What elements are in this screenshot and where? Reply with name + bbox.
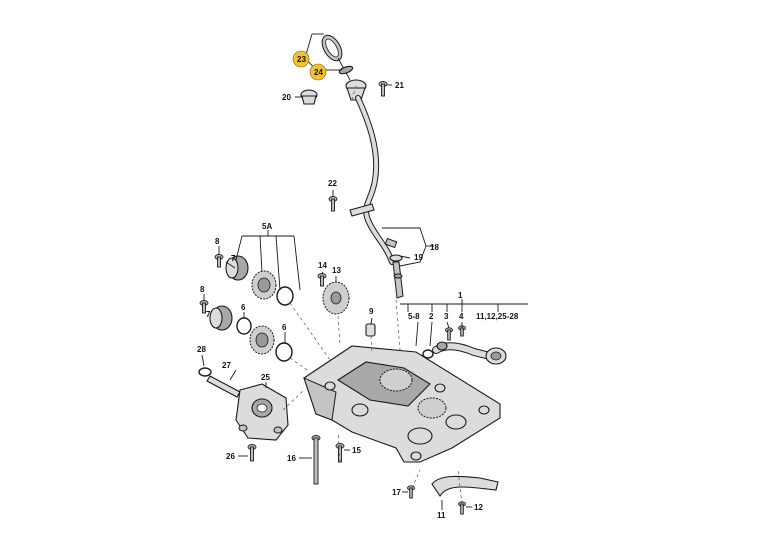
label-1: 1: [458, 291, 463, 300]
label-8-lower: 8: [200, 285, 205, 294]
balance-shaft-gear-upper: [214, 254, 294, 306]
callout-labels: 23 24 20 21 22 18 19 5A 8 7 8 6 7 6 14 1…: [197, 55, 519, 520]
label-11-12-25-28: 11,12,25-28: [476, 312, 519, 321]
oil-baffle-11: [431, 475, 499, 498]
label-9: 9: [369, 307, 374, 316]
highlight-badge-23: [292, 50, 310, 68]
balance-shaft-gear-lower: [199, 300, 293, 362]
label-19: 19: [414, 253, 423, 262]
label-18: 18: [430, 243, 439, 252]
label-14: 14: [318, 261, 327, 270]
intermediate-gear-13: [317, 273, 350, 315]
drive-shaft-27: [206, 375, 241, 398]
label-17: 17: [392, 488, 401, 497]
label-15: 15: [352, 446, 361, 455]
bolt-3: [445, 327, 453, 341]
label-23: 23: [297, 55, 306, 64]
label-11: 11: [437, 511, 446, 520]
label-24: 24: [314, 68, 323, 77]
label-27: 27: [222, 361, 231, 370]
oil-pan-upper-section: [303, 345, 501, 463]
label-2: 2: [429, 312, 434, 321]
bolt-16: [311, 435, 321, 485]
highlight-badge-24: [309, 63, 327, 81]
label-16: 16: [287, 454, 296, 463]
label-26: 26: [226, 452, 235, 461]
seal-ring-28: [198, 367, 212, 377]
dowel-9: [365, 323, 376, 337]
oil-dipstick: [321, 34, 354, 81]
label-4: 4: [459, 312, 464, 321]
bolt-21: [378, 81, 388, 97]
oil-pickup-pipe: [422, 341, 507, 365]
oil-pump-25: [235, 383, 289, 441]
label-21: 21: [395, 81, 404, 90]
bolt-26: [247, 444, 257, 462]
label-7-lower: 7: [206, 310, 211, 319]
label-28: 28: [197, 345, 206, 354]
label-20: 20: [282, 93, 291, 102]
label-13: 13: [332, 266, 341, 275]
label-22: 22: [328, 179, 337, 188]
label-3: 3: [444, 312, 449, 321]
label-12: 12: [474, 503, 483, 512]
label-6-lower: 6: [282, 323, 287, 332]
label-25: 25: [261, 373, 270, 382]
bolt-22: [328, 196, 338, 212]
label-5-8: 5-8: [408, 312, 420, 321]
label-6-upper: 6: [241, 303, 246, 312]
leader-lines: [201, 33, 528, 510]
dipstick-guide-tube: [345, 79, 404, 299]
label-5a: 5A: [262, 222, 272, 231]
assembly-guide-lines: [282, 85, 463, 505]
label-8-upper: 8: [215, 237, 220, 246]
plug-cap-20: [300, 89, 318, 105]
bolt-17: [407, 485, 415, 499]
label-7-upper: 7: [231, 254, 236, 263]
